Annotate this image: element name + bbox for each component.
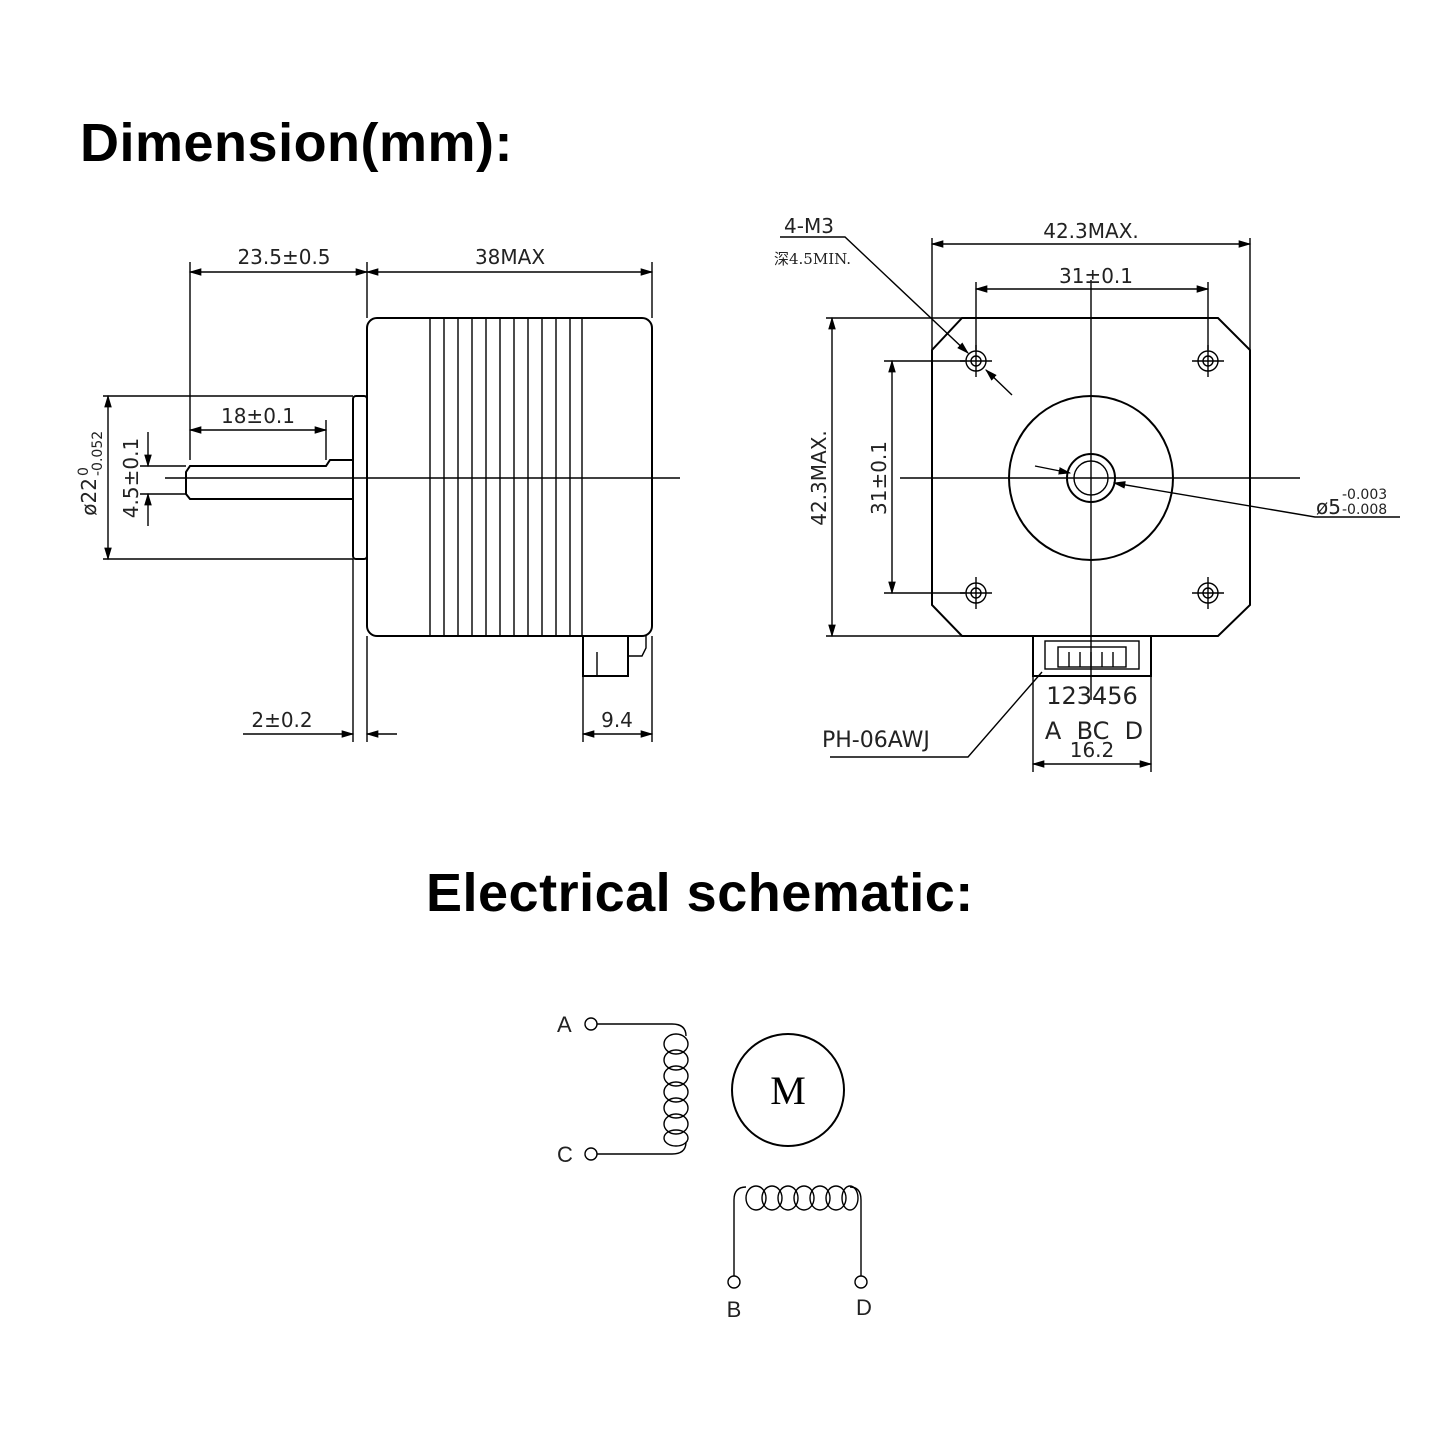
side-view-drawing: 23.5±0.5 38MAX 18±0.1 4.5±0.1 ø22 0 -0.0… <box>76 245 680 742</box>
dim-boss-height: 2±0.2 <box>251 708 312 732</box>
terminal-c-label: C <box>557 1142 573 1167</box>
svg-text:-0.008: -0.008 <box>1342 502 1387 518</box>
motor-fins <box>429 318 583 636</box>
connector-pin-numbers: 123456 <box>1046 682 1138 710</box>
terminal-b <box>727 1275 741 1289</box>
label-hole-depth: 深4.5MIN. <box>774 250 851 268</box>
svg-text:ø22: ø22 <box>77 478 101 516</box>
front-view-drawing: 4-M3 深4.5MIN. 42.3MAX. 31±0.1 42.3MAX. 3… <box>774 214 1400 772</box>
terminal-d-label: D <box>856 1295 872 1320</box>
coil-ac <box>663 1033 689 1147</box>
front-body-outline <box>931 317 1251 637</box>
svg-text:0: 0 <box>76 467 92 476</box>
connector-part-number: PH-06AWJ <box>822 728 930 753</box>
motor-label: M <box>770 1068 806 1113</box>
dim-height-max: 42.3MAX. <box>807 430 831 526</box>
coil-bd <box>745 1185 859 1211</box>
front-shaft-circle <box>1066 453 1116 503</box>
terminal-c <box>584 1147 598 1161</box>
mount-holes <box>960 345 1224 609</box>
dim-flat-depth: 4.5±0.1 <box>119 438 143 518</box>
svg-text:-0.052: -0.052 <box>90 431 106 476</box>
label-mount-holes: 4-M3 <box>784 214 834 238</box>
electrical-schematic-heading: Electrical schematic: <box>426 863 974 923</box>
terminal-a-label: A <box>557 1012 572 1037</box>
motor-symbol <box>731 1033 845 1147</box>
dim-hole-spacing-v: 31±0.1 <box>867 441 891 515</box>
dim-shaft-extension: 23.5±0.5 <box>237 245 330 269</box>
motor-shaft <box>185 459 353 500</box>
dim-connector-width: 16.2 <box>1070 738 1115 762</box>
front-boss-circle <box>1008 395 1174 561</box>
motor-body-outline <box>366 317 653 637</box>
dim-width-max: 42.3MAX. <box>1043 219 1139 243</box>
svg-text:-0.003: -0.003 <box>1342 487 1387 503</box>
dim-hole-spacing-h: 31±0.1 <box>1059 264 1133 288</box>
dim-shaft-diameter: ø5 -0.003 -0.008 <box>1316 487 1387 519</box>
electrical-schematic: A C M B D <box>557 1012 872 1322</box>
side-connector <box>582 636 629 677</box>
dim-body-length: 38MAX <box>475 245 545 269</box>
dim-boss-diameter: ø22 0 -0.052 <box>76 431 106 516</box>
terminal-a <box>584 1017 598 1031</box>
dim-flat-length: 18±0.1 <box>221 404 295 428</box>
dim-connector-depth: 9.4 <box>601 708 633 732</box>
svg-text:ø5: ø5 <box>1316 495 1341 519</box>
connector-wire-letters: A BC D <box>1045 717 1143 745</box>
terminal-d <box>854 1275 868 1289</box>
dimension-heading: Dimension(mm): <box>80 113 514 173</box>
terminal-b-label: B <box>727 1297 742 1322</box>
front-connector <box>1032 635 1152 677</box>
